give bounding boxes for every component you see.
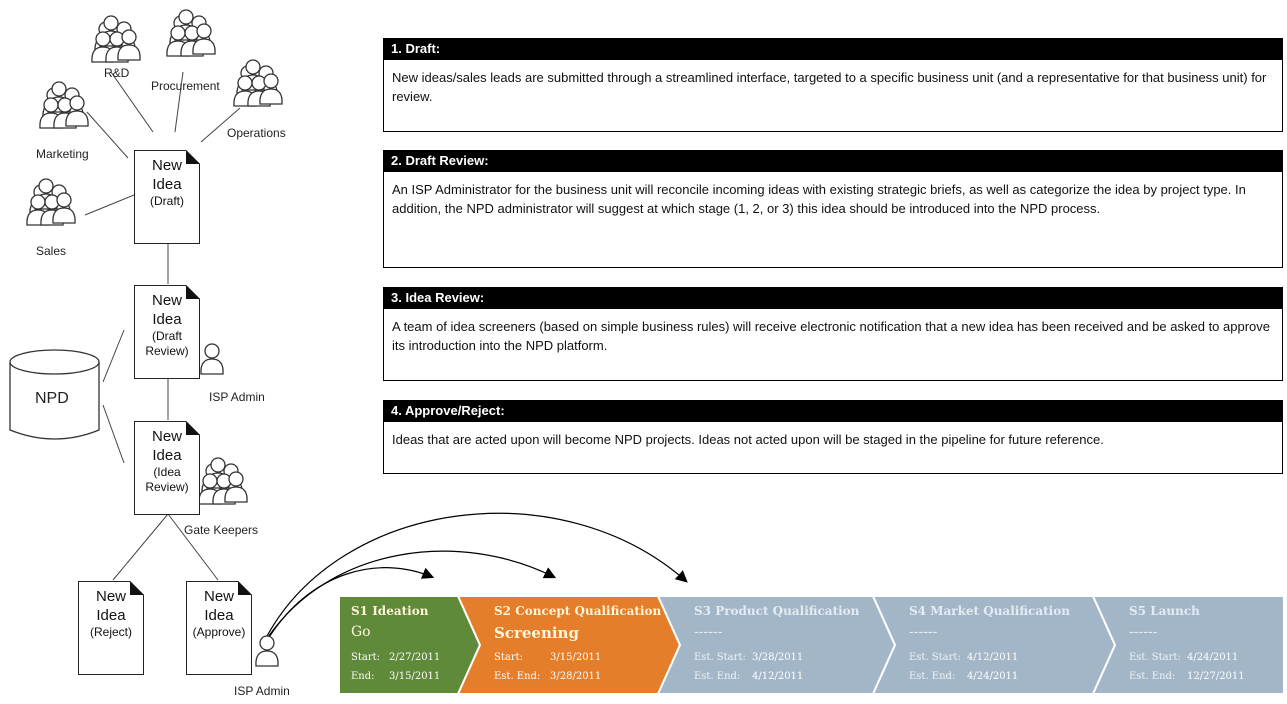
procurement-label: Procurement: [151, 79, 220, 93]
stage-title: S4 Market Qualification: [909, 604, 1070, 618]
stage-end-label: Est. End:: [494, 671, 541, 682]
stage-end-date: 4/24/2011: [967, 671, 1019, 682]
step-idea-review: 3. Idea Review: A team of idea screeners…: [383, 287, 1283, 381]
sales-label: Sales: [36, 244, 67, 258]
isp-admin-person-icon-2: [255, 635, 279, 667]
stage-start-label: Est. Start:: [1129, 652, 1181, 663]
stage-status: ------: [909, 624, 938, 640]
stage-title: S3 Product Qualification: [694, 604, 860, 618]
doc-line: (Reject): [89, 625, 132, 639]
stage-title: S1 Ideation: [351, 604, 429, 618]
sales-group-icon: [27, 179, 75, 225]
stage-status: Go: [351, 624, 371, 640]
step-approve-reject: 4. Approve/Reject: Ideas that are acted …: [383, 400, 1283, 474]
step-draft-review: 2. Draft Review: An ISP Administrator fo…: [383, 150, 1283, 268]
doc-line: New: [151, 292, 182, 309]
stage-end-date: 3/28/2011: [550, 671, 602, 682]
npd-label: NPD: [35, 390, 69, 407]
stage-start-date: 2/27/2011: [389, 652, 441, 663]
stage-start-date: 4/24/2011: [1187, 652, 1239, 663]
stage-end-date: 12/27/2011: [1187, 671, 1245, 682]
doc-line: New: [95, 588, 126, 605]
doc-line: Review): [145, 480, 189, 494]
gate-keepers-group-icon: [199, 458, 247, 504]
doc-line: Idea: [152, 311, 182, 328]
stage-start-label: Start:: [494, 652, 523, 663]
stage-start-date: 3/15/2011: [550, 652, 602, 663]
npd-database-icon: [9, 349, 100, 440]
stage-chevron: [1091, 595, 1285, 695]
stage-end-date: 4/12/2011: [752, 671, 804, 682]
stage-end-label: End:: [351, 671, 375, 682]
stage-status: ------: [694, 624, 723, 640]
stage-title: S5 Launch: [1129, 604, 1200, 618]
step-title: 2. Draft Review:: [383, 150, 1283, 172]
stage-start-date: 4/12/2011: [967, 652, 1019, 663]
stage-end-label: Est. End:: [909, 671, 956, 682]
stage-end-date: 3/15/2011: [389, 671, 441, 682]
doc-line: New: [151, 428, 182, 445]
doc-line: Idea: [152, 447, 182, 464]
doc-line: Idea: [204, 607, 234, 624]
doc-line: (Draft: [152, 329, 182, 343]
stage-pipeline: [338, 595, 1285, 695]
stage-end-label: Est. End:: [694, 671, 741, 682]
operations-group-icon: [234, 60, 282, 106]
marketing-group-icon: [40, 82, 88, 128]
doc-line: Idea: [152, 176, 182, 193]
doc-line: (Idea: [153, 465, 181, 479]
isp-admin-label: ISP Admin: [209, 390, 265, 404]
step-title: 4. Approve/Reject:: [383, 400, 1283, 422]
doc-line: Review): [145, 344, 189, 358]
stage-status: ------: [1129, 624, 1158, 640]
isp-admin-person-icon: [200, 343, 224, 375]
stage-start-date: 3/28/2011: [752, 652, 804, 663]
step-body: New ideas/sales leads are submitted thro…: [383, 60, 1283, 132]
doc-line: Idea: [96, 607, 126, 624]
procurement-group-icon: [167, 10, 215, 56]
step-title: 1. Draft:: [383, 38, 1283, 60]
doc-line: (Approve): [192, 625, 246, 639]
stage-status: Screening: [494, 624, 579, 642]
doc-line: New: [203, 588, 234, 605]
stage-arrows: [265, 512, 688, 643]
stage-end-label: Est. End:: [1129, 671, 1176, 682]
step-draft: 1. Draft: New ideas/sales leads are subm…: [383, 38, 1283, 132]
gate-keepers-label: Gate Keepers: [184, 523, 259, 537]
stage-start-label: Est. Start:: [909, 652, 961, 663]
step-body: An ISP Administrator for the business un…: [383, 172, 1283, 268]
step-title: 3. Idea Review:: [383, 287, 1283, 309]
marketing-label: Marketing: [36, 147, 89, 161]
connector-lines: [84, 71, 241, 581]
rd-group-icon: [92, 16, 140, 62]
operations-label: Operations: [227, 126, 286, 140]
doc-line: New: [151, 157, 182, 174]
doc-line: (Draft): [150, 194, 184, 208]
isp-admin-label-2: ISP Admin: [234, 684, 290, 698]
stage-start-label: Start:: [351, 652, 380, 663]
rd-label: R&D: [104, 66, 130, 80]
step-body: A team of idea screeners (based on simpl…: [383, 309, 1283, 381]
step-body: Ideas that are acted upon will become NP…: [383, 422, 1283, 474]
stage-start-label: Est. Start:: [694, 652, 746, 663]
stage-title: S2 Concept Qualification: [494, 604, 662, 618]
